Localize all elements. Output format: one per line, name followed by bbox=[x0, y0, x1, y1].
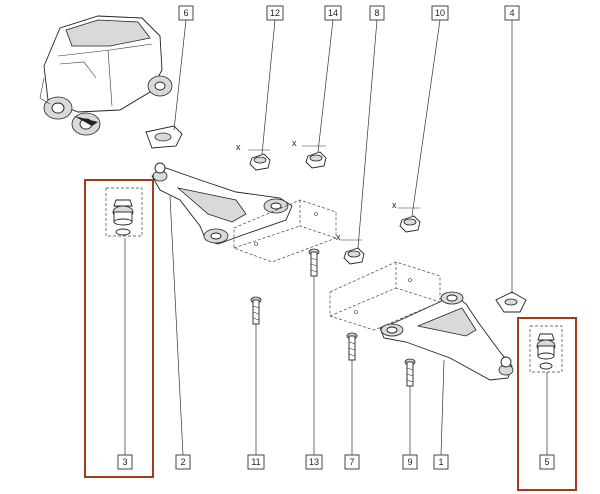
vehicle-thumbnail bbox=[39, 15, 173, 136]
washer-part-6 bbox=[145, 19, 187, 149]
ball-joint-assembly-right bbox=[529, 325, 563, 455]
svg-text:7: 7 bbox=[349, 457, 354, 467]
lower-arm-right bbox=[379, 291, 514, 456]
torque-mark-10: x bbox=[392, 200, 397, 210]
callout-11: 11 bbox=[247, 454, 265, 470]
callout-10: 10 bbox=[431, 5, 449, 21]
torque-mark-8: x bbox=[336, 232, 341, 242]
callout-8: 8 bbox=[369, 5, 385, 21]
bolt-part-7 bbox=[346, 332, 358, 455]
svg-text:14: 14 bbox=[328, 8, 338, 18]
svg-text:12: 12 bbox=[270, 8, 280, 18]
svg-text:6: 6 bbox=[183, 8, 188, 18]
callout-1: 1 bbox=[433, 454, 449, 470]
highlight-frame-left bbox=[84, 179, 154, 478]
callout-7: 7 bbox=[344, 454, 360, 470]
svg-text:11: 11 bbox=[251, 457, 260, 467]
callout-5: 5 bbox=[539, 454, 555, 470]
bolt-part-13 bbox=[308, 248, 320, 455]
svg-text:8: 8 bbox=[374, 8, 379, 18]
highlight-frame-right bbox=[517, 317, 577, 491]
nut-part-10 bbox=[398, 19, 441, 233]
svg-text:3: 3 bbox=[122, 457, 127, 467]
svg-text:10: 10 bbox=[435, 8, 445, 18]
lower-arm-left bbox=[151, 162, 293, 456]
ball-joint-assembly-left bbox=[105, 187, 143, 455]
svg-text:1: 1 bbox=[438, 457, 443, 467]
callout-13: 13 bbox=[305, 454, 323, 470]
washer-part-4 bbox=[495, 20, 527, 313]
nut-part-14 bbox=[302, 19, 334, 169]
subframe-left-dashed bbox=[233, 199, 337, 263]
svg-text:9: 9 bbox=[407, 457, 412, 467]
svg-text:2: 2 bbox=[180, 457, 185, 467]
svg-text:4: 4 bbox=[509, 8, 514, 18]
svg-text:13: 13 bbox=[309, 457, 319, 467]
svg-text:5: 5 bbox=[544, 457, 549, 467]
bolt-part-11 bbox=[250, 296, 262, 455]
callout-6: 6 bbox=[178, 5, 194, 21]
subframe-right-dashed bbox=[329, 261, 441, 331]
callout-9: 9 bbox=[402, 454, 418, 470]
callout-3: 3 bbox=[117, 454, 133, 470]
callout-12: 12 bbox=[266, 5, 284, 21]
nut-part-8 bbox=[340, 19, 378, 265]
callout-2: 2 bbox=[175, 454, 191, 470]
bolt-part-9 bbox=[404, 358, 416, 455]
torque-mark-14: x bbox=[292, 138, 297, 148]
callout-4: 4 bbox=[504, 5, 520, 21]
callout-14: 14 bbox=[324, 5, 342, 21]
torque-mark-12: x bbox=[236, 142, 241, 152]
nut-part-12 bbox=[248, 19, 276, 171]
